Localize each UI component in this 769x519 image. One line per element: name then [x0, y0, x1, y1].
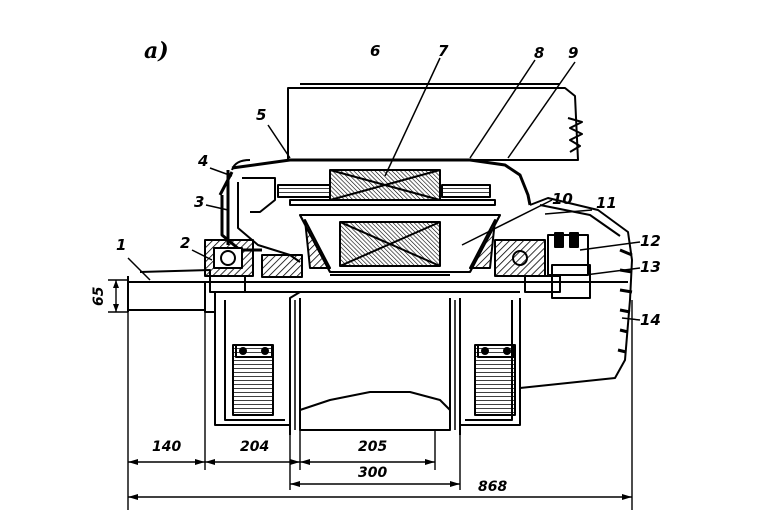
- dimension-lines: [108, 279, 633, 510]
- dimension-204: 204: [240, 439, 270, 455]
- callout-5: 5: [256, 106, 267, 124]
- terminal-box: [287, 83, 583, 161]
- stator-core: [277, 169, 496, 206]
- callout-4: 4: [198, 152, 209, 170]
- dimension-300: 300: [358, 465, 388, 481]
- callout-8: 8: [534, 44, 545, 62]
- callout-14: 14: [640, 311, 661, 329]
- lower-frame: [214, 291, 521, 435]
- callout-2: 2: [180, 234, 191, 252]
- bearing-right: [494, 232, 591, 299]
- callout-9: 9: [568, 44, 579, 62]
- rotor: [299, 214, 501, 276]
- callout-10: 10: [552, 190, 573, 208]
- callout-12: 12: [640, 232, 661, 250]
- callout-7: 7: [438, 42, 449, 60]
- callout-1: 1: [116, 236, 127, 254]
- dimension-140: 140: [152, 439, 182, 455]
- panel-label: a): [144, 38, 169, 64]
- callout-11: 11: [596, 194, 617, 212]
- dimension-shaft-diameter: 65: [91, 286, 107, 306]
- dimension-205: 205: [358, 439, 388, 455]
- fan-cover: [519, 197, 633, 389]
- callout-13: 13: [640, 258, 661, 276]
- dimension-868: 868: [478, 479, 508, 495]
- dimension-arrows: [113, 280, 632, 500]
- callout-3: 3: [194, 193, 205, 211]
- leader-lines: [127, 57, 641, 321]
- shaft: [127, 269, 628, 350]
- callout-6: 6: [370, 42, 381, 60]
- bearing-left: [204, 239, 303, 278]
